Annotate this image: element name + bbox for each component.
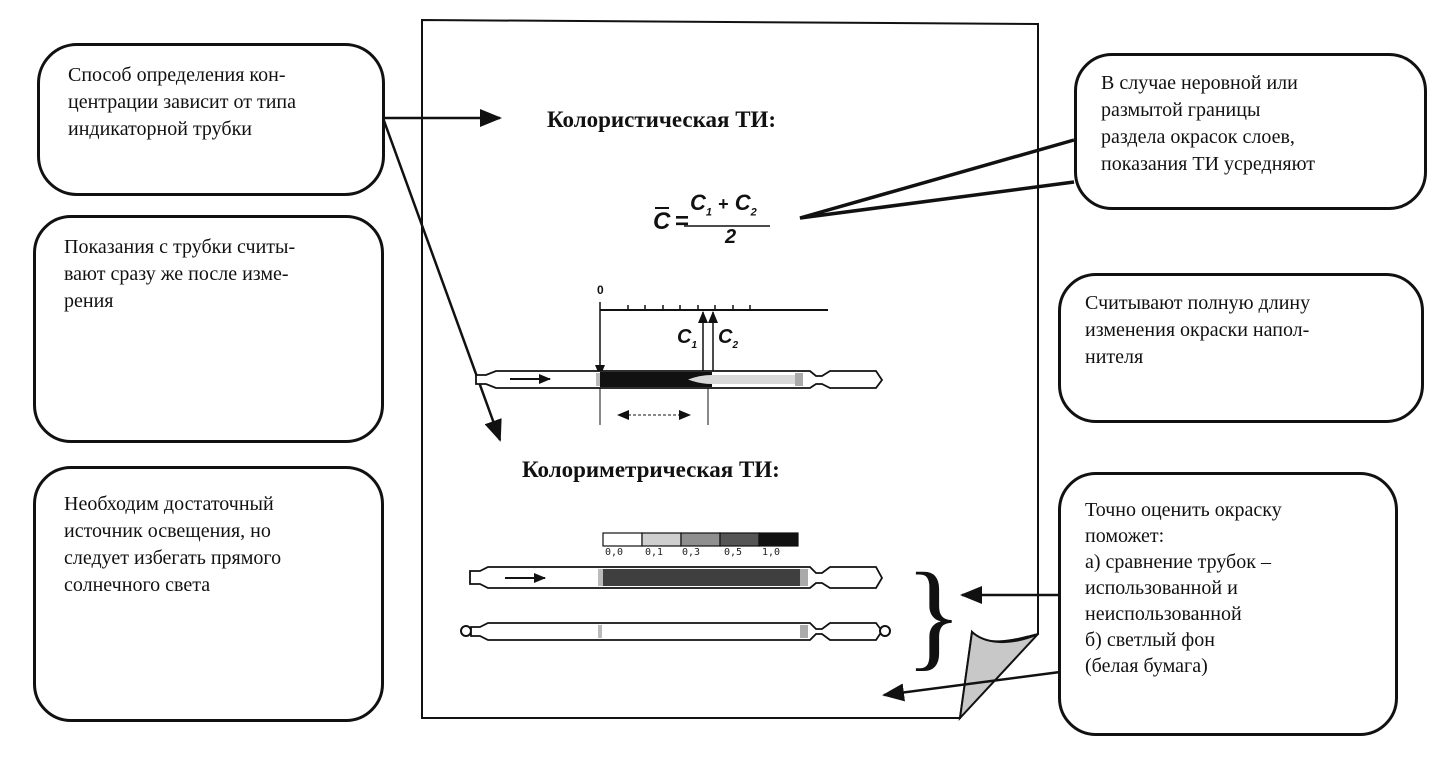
used-tube-plug-left	[598, 569, 603, 586]
page-curl	[958, 630, 1039, 722]
color-scale-swatch-1	[641, 532, 682, 547]
tube-plug-right	[795, 373, 803, 386]
used-tube-plug-right	[800, 569, 808, 586]
averaging-pointer	[799, 138, 1075, 220]
callout-lighting-text: Необходим достаточный источник освещения…	[64, 493, 282, 596]
formula-numerator: C1 + C2	[690, 190, 757, 219]
colorimetric-tube-diagram: }	[460, 532, 963, 681]
tube-stain-dark	[600, 372, 700, 387]
color-scale-swatch-3	[719, 532, 760, 547]
callout-averaging-text: В случае неровной или размытой границы р…	[1101, 72, 1316, 175]
callout-lighting: Необходим достаточный источник освещения…	[33, 466, 384, 722]
coloristic-tube-diagram	[475, 302, 884, 425]
callout-full-length: Считывают полную длину изменения окраски…	[1058, 273, 1424, 423]
callout-full-length-text: Считывают полную длину изменения окраски…	[1085, 292, 1311, 368]
scale-label-0: 0,0	[605, 547, 624, 558]
tube-plug-left	[596, 373, 600, 386]
tube-unstained-filler	[688, 375, 795, 384]
scale-label-1: 0,1	[645, 547, 664, 558]
ruler-c1-label: C1	[677, 326, 698, 351]
color-scale-swatch-2	[680, 532, 721, 547]
heading-colorimetric: Колориметрическая ТИ:	[522, 457, 780, 482]
arrow-compare-to-background	[882, 670, 1061, 702]
ruler-ticks	[627, 305, 751, 310]
scale-label-4: 1,0	[762, 547, 781, 558]
callout-compare-text: Точно оценить окраску поможет: а) сравне…	[1085, 499, 1282, 677]
callout-averaging: В случае неровной или размытой границы р…	[1074, 53, 1427, 210]
unused-tube-plug-right	[800, 625, 808, 638]
color-scale-swatch-4	[758, 532, 799, 547]
callout-compare: Точно оценить окраску поможет: а) сравне…	[1058, 472, 1398, 736]
callout-method: Способ определения кон- центрации зависи…	[37, 43, 385, 196]
color-scale-swatch-0	[602, 532, 643, 547]
arrow-method-to-colorimetric	[381, 117, 502, 442]
ruler-zero-label: 0	[597, 283, 604, 297]
formula-lhs: C	[653, 208, 671, 235]
ruler-c2-label: C2	[718, 326, 739, 351]
unused-tube-body	[470, 622, 884, 641]
scale-label-3: 0,5	[724, 547, 743, 558]
callout-method-text: Способ определения кон- центрации зависи…	[68, 64, 296, 140]
callout-read-immediately: Показания с трубки считы- вают сразу же …	[33, 215, 384, 443]
formula-equals: =	[675, 208, 690, 235]
callout-read-immediately-text: Показания с трубки считы- вают сразу же …	[64, 236, 296, 312]
unused-tube-plug-left	[598, 625, 602, 638]
formula-denominator: 2	[725, 226, 737, 248]
used-tube-stain	[603, 569, 800, 586]
heading-coloristic: Колористическая ТИ:	[547, 107, 777, 132]
color-scale-swatches	[602, 532, 799, 547]
tube-comparison-brace: }	[905, 548, 963, 681]
scale-label-2: 0,3	[682, 547, 701, 558]
